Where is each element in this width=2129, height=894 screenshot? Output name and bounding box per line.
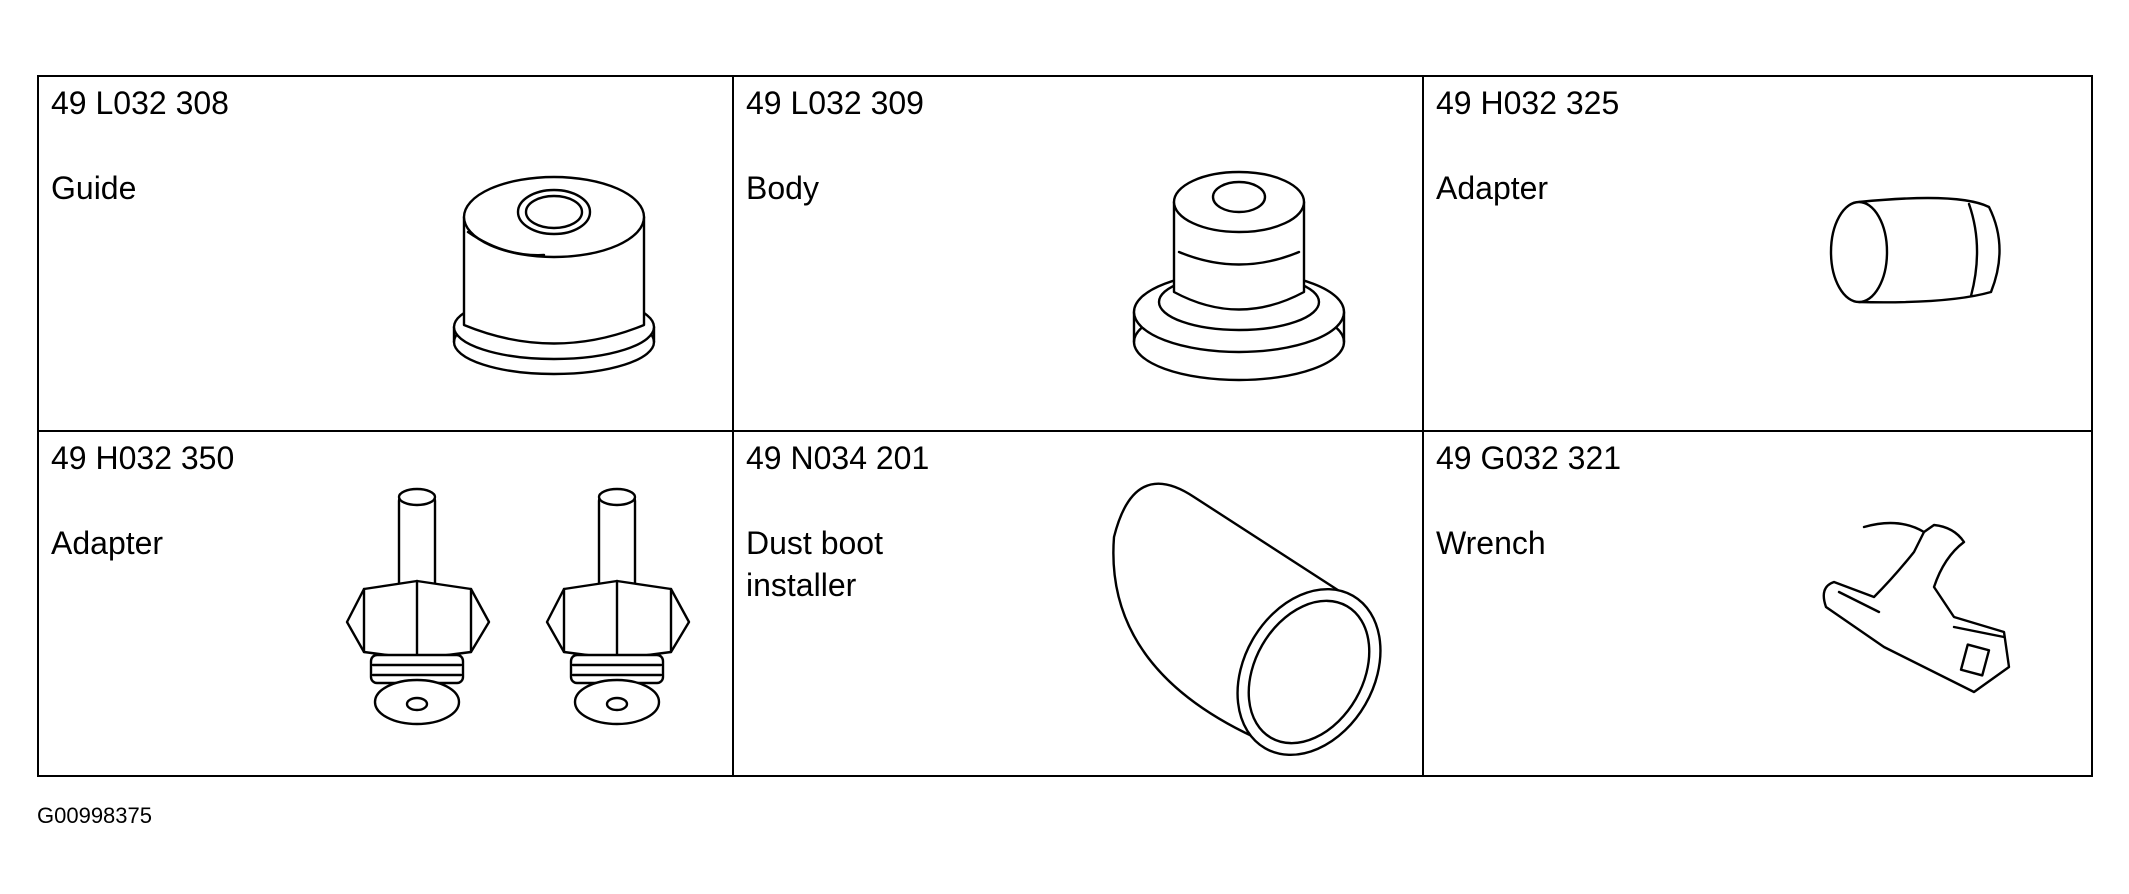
tool-name: Guide: [51, 170, 137, 206]
part-number: 49 L032 309: [746, 85, 924, 121]
body-tool-icon: [1124, 152, 1354, 392]
dust-boot-installer-icon: [1074, 467, 1394, 757]
tool-cell-hex-adapter: 49 H032 350 Adapter: [39, 432, 734, 775]
part-number: 49 L032 308: [51, 85, 229, 121]
part-number: 49 G032 321: [1436, 440, 1622, 476]
figure-id: G00998375: [37, 803, 152, 828]
tool-name: Adapter: [51, 525, 164, 561]
hex-adapter-pair-icon: [339, 487, 729, 737]
part-number: 49 H032 325: [1436, 85, 1620, 121]
part-number: 49 N034 201: [746, 440, 930, 476]
guide-tool-icon: [444, 157, 664, 387]
tool-name: Body: [746, 170, 819, 206]
sleeve-adapter-icon: [1819, 192, 2019, 312]
tool-cell-wrench: 49 G032 321 Wrench: [1424, 432, 2091, 775]
tool-cell-guide: 49 L032 308 Guide: [39, 77, 734, 432]
tool-cell-dust-boot-installer: 49 N034 201 Dust boot installer: [734, 432, 1424, 775]
tool-name: Adapter: [1436, 170, 1549, 206]
part-number: 49 H032 350: [51, 440, 235, 476]
tool-name: Wrench: [1436, 525, 1546, 561]
special-tools-table: 49 L032 308 Guide 49 L032 309 Body: [37, 75, 2093, 777]
tool-cell-sleeve-adapter: 49 H032 325 Adapter: [1424, 77, 2091, 432]
tool-cell-body: 49 L032 309 Body: [734, 77, 1424, 432]
wrench-icon: [1804, 517, 2024, 707]
tool-name: Dust boot installer: [746, 525, 883, 603]
